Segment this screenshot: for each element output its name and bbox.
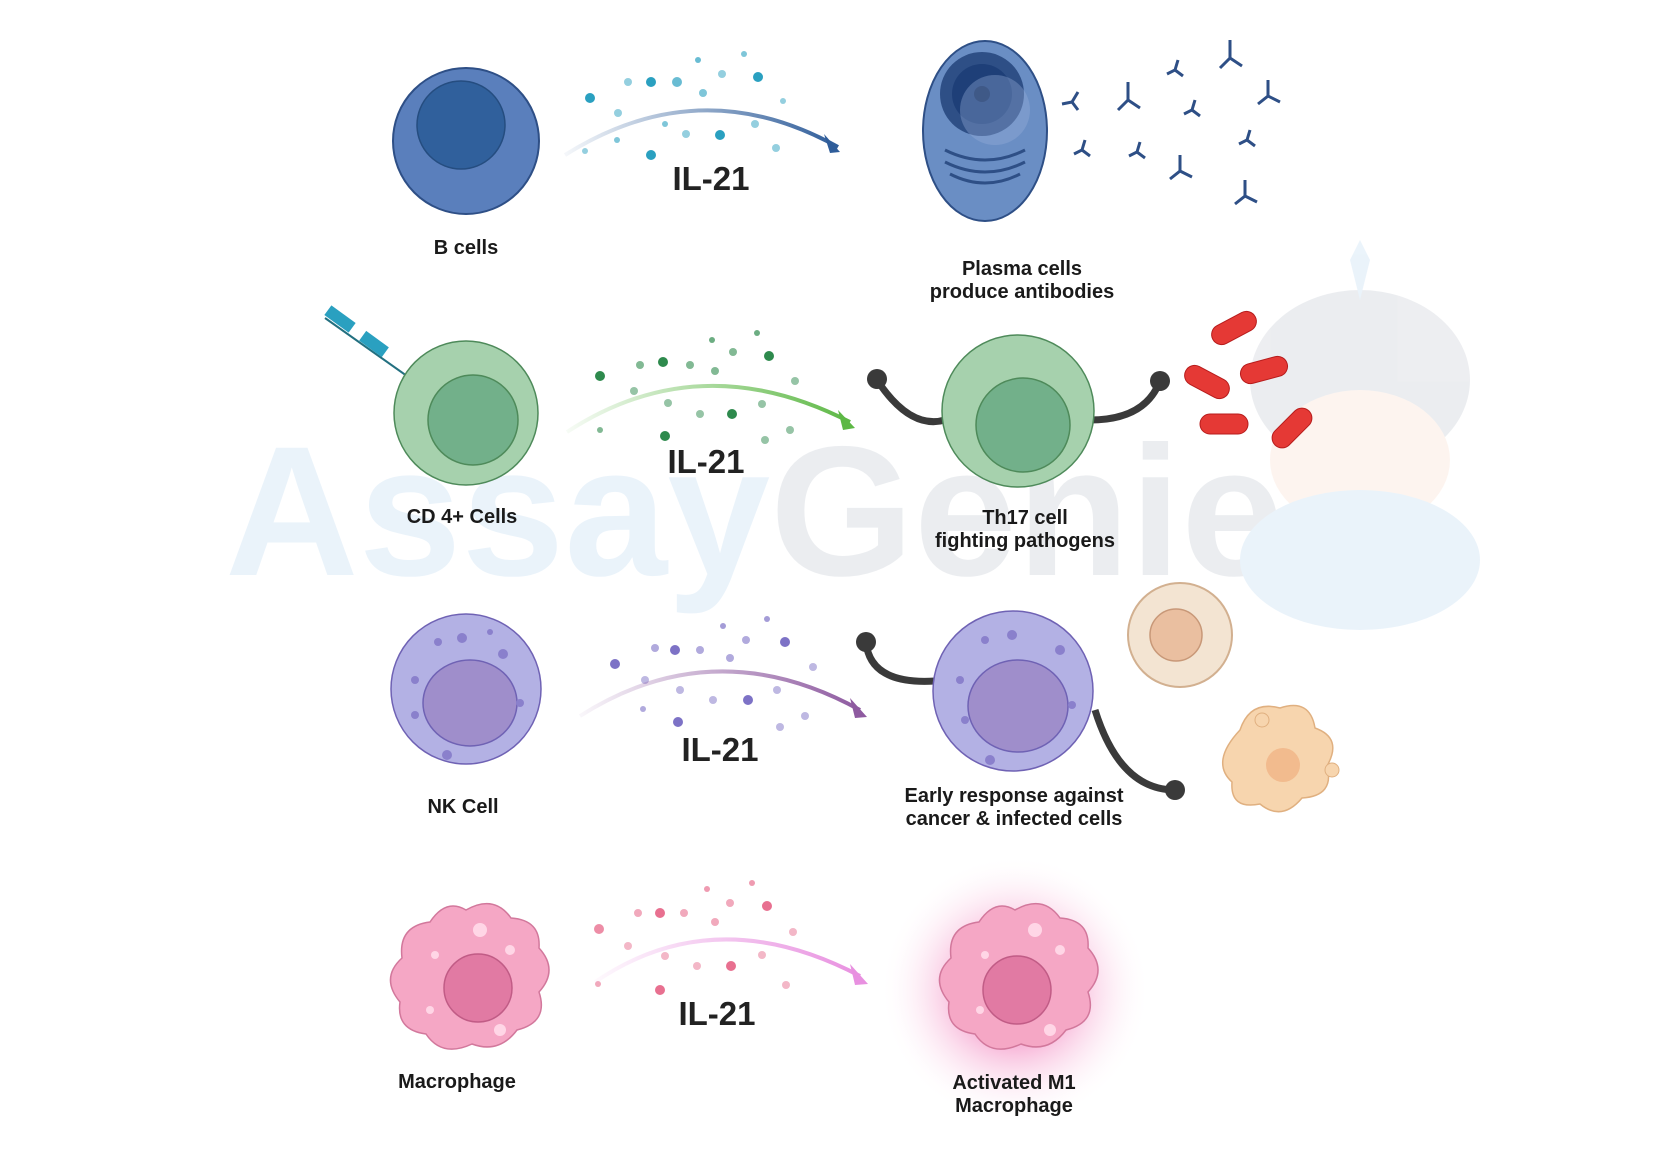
label-nk-line-1: Early response against — [904, 785, 1124, 807]
row-macrophage — [389, 855, 1150, 1125]
arrow-3 — [578, 669, 861, 718]
row-nk-cell — [390, 582, 1340, 813]
nk-cell-icon — [390, 613, 542, 765]
cancer-cell-icon — [1127, 582, 1233, 688]
label-nk-cell: NK Cell — [427, 796, 499, 818]
label-m1-line-1: Activated M1 — [952, 1072, 1076, 1094]
label-b-cells: B cells — [433, 237, 499, 259]
arrow-4 — [593, 937, 861, 984]
label-macrophage: Macrophage — [398, 1071, 516, 1093]
arrow-2 — [565, 383, 851, 434]
syringe-icon — [324, 305, 415, 382]
arrow-head-1 — [824, 134, 840, 153]
label-cd4-cells: CD 4+ Cells — [406, 506, 518, 528]
label-m1-line-2: Macrophage — [955, 1095, 1073, 1117]
cytokine-label-1: IL-21 — [672, 160, 750, 197]
label-th17-line-1: Th17 cell — [982, 507, 1068, 529]
arrow-1 — [563, 108, 839, 157]
infected-cell-icon — [1221, 704, 1340, 813]
arrow-head-2 — [838, 410, 855, 430]
cytokine-dots-3 — [610, 616, 817, 731]
cd4-cell-icon — [393, 340, 539, 486]
label-nk-line-2: cancer & infected cells — [905, 808, 1123, 830]
arrow-head-4 — [850, 964, 868, 985]
genie-mascot-icon — [1240, 240, 1480, 630]
label-th17-cell: Th17 cell fighting pathogens — [935, 507, 1115, 553]
label-plasma-line-1: Plasma cells — [961, 258, 1083, 280]
cytokine-dots-1 — [582, 51, 786, 160]
nk-effector-cell-icon — [856, 610, 1185, 800]
label-plasma-cells: Plasma cells produce antibodies — [930, 258, 1114, 304]
label-th17-line-2: fighting pathogens — [935, 530, 1115, 552]
b-cell-icon — [392, 67, 540, 215]
antibodies-icon — [1061, 40, 1281, 206]
bacteria-icon — [1184, 310, 1313, 449]
cytokine-dots-4 — [594, 880, 797, 995]
cytokine-label-4: IL-21 — [678, 995, 756, 1032]
cytokine-dots-2 — [595, 330, 799, 444]
th17-cell-icon — [867, 334, 1170, 488]
macrophage-icon — [389, 902, 550, 1050]
row-b-cells — [392, 40, 1281, 222]
label-nk-response: Early response against cancer & infected… — [905, 785, 1124, 831]
cytokine-label-3: IL-21 — [681, 731, 759, 768]
row-cd4 — [324, 305, 1313, 488]
plasma-cell-icon — [922, 40, 1048, 222]
cytokine-label-2: IL-21 — [667, 443, 745, 480]
activated-m1-macrophage-icon — [880, 855, 1150, 1125]
arrow-head-3 — [850, 698, 867, 718]
label-activated-m1: Activated M1 Macrophage — [952, 1072, 1075, 1118]
label-plasma-line-2: produce antibodies — [929, 281, 1115, 303]
